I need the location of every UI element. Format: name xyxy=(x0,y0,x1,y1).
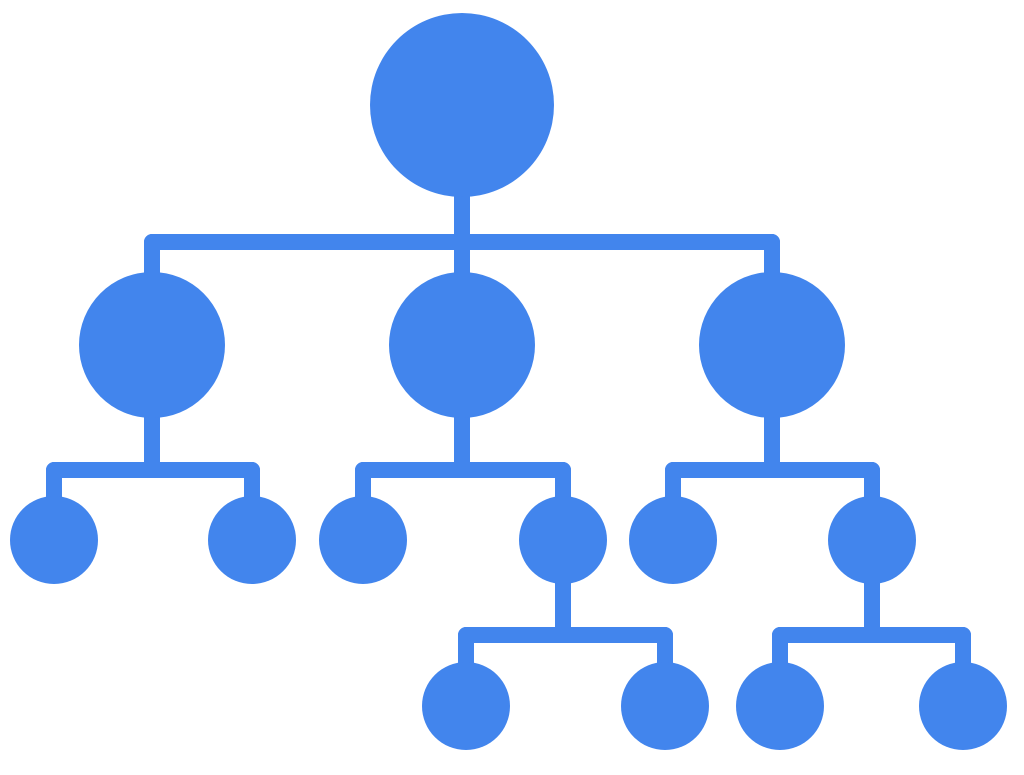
node-l2-right-b xyxy=(828,496,916,584)
node-l3-right-b-b xyxy=(919,662,1007,750)
node-l1-right xyxy=(699,272,845,418)
node-l2-center-a xyxy=(319,496,407,584)
node-l2-right-a xyxy=(629,496,717,584)
node-l2-center-b xyxy=(519,496,607,584)
node-l2-left-b xyxy=(208,496,296,584)
node-l3-center-b-b xyxy=(621,662,709,750)
node-l1-left xyxy=(79,272,225,418)
node-l3-center-b-a xyxy=(422,662,510,750)
node-root xyxy=(370,13,554,197)
node-l1-center xyxy=(389,272,535,418)
nodes xyxy=(10,13,1007,750)
node-l3-right-b-a xyxy=(736,662,824,750)
node-l2-left-a xyxy=(10,496,98,584)
